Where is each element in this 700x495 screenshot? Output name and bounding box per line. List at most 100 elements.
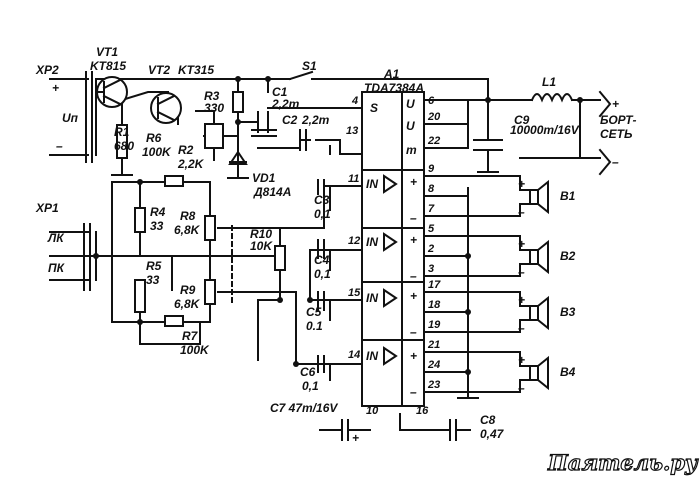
pin-5: 5 xyxy=(428,223,435,235)
pin-21: 21 xyxy=(427,339,440,351)
c3-value: 0,1 xyxy=(314,207,331,221)
pin-14: 14 xyxy=(348,349,360,361)
chip-in3-label: IN xyxy=(366,291,378,305)
spk1-plus: + xyxy=(518,177,525,191)
r8-label: R8 xyxy=(180,209,196,223)
pin-24: 24 xyxy=(427,359,440,371)
r3-label: R3 xyxy=(204,89,220,103)
vt2-type: KT315 xyxy=(178,63,214,77)
chip-plus-3: + xyxy=(410,289,417,303)
c1-label: C1 xyxy=(272,85,288,99)
spk2-plus: + xyxy=(518,237,525,251)
l1-inductor xyxy=(530,93,574,103)
c3-capacitor xyxy=(317,179,325,195)
chip-plus-1: + xyxy=(410,175,417,189)
pin-7: 7 xyxy=(428,203,435,215)
xp1-connector[interactable] xyxy=(83,223,91,291)
spk1-minus: – xyxy=(518,205,525,219)
minus-sign: – xyxy=(56,139,63,153)
s1-label: S1 xyxy=(302,59,317,73)
spk4-minus: – xyxy=(518,381,525,395)
vd1-type: Д814А xyxy=(253,185,291,199)
battery-connector[interactable] xyxy=(598,90,612,176)
r7-label: R7 xyxy=(182,329,199,343)
pin-3: 3 xyxy=(428,263,434,275)
power-wires xyxy=(49,70,601,179)
pin-4: 4 xyxy=(351,95,358,107)
r10-potentiometer[interactable] xyxy=(274,245,286,271)
chip-in4-label: IN xyxy=(366,349,378,363)
vt2-transistor xyxy=(150,92,182,124)
c7-capacitor xyxy=(319,419,371,441)
chip-plus-4: + xyxy=(410,349,417,363)
vd1-label: VD1 xyxy=(252,171,276,185)
vd1-zener xyxy=(228,150,248,165)
pin-6: 6 xyxy=(428,95,435,107)
bort-minus: – xyxy=(612,155,619,169)
chip-in1-label: IN xyxy=(366,177,378,191)
c6-value: 0,1 xyxy=(302,379,319,393)
c4-capacitor xyxy=(317,239,325,259)
r1-resistor xyxy=(116,124,128,159)
r9-label: R9 xyxy=(180,283,196,297)
r5-value: 33 xyxy=(146,273,160,287)
b4-label: B4 xyxy=(560,365,576,379)
r4-label: R4 xyxy=(150,205,166,219)
pin-9: 9 xyxy=(428,163,435,175)
r8-potentiometer[interactable] xyxy=(204,215,216,241)
r5-label: R5 xyxy=(146,259,162,273)
tda-chip xyxy=(361,91,425,407)
chip-m-label: m xyxy=(406,143,417,157)
pin-10: 10 xyxy=(366,405,379,417)
c1-capacitor xyxy=(251,129,277,137)
chip-internal-labels: S U U m IN IN IN IN + – + – + – + – + – … xyxy=(366,97,525,399)
spk2-minus: – xyxy=(518,265,525,279)
r1-label: R1 xyxy=(114,125,130,139)
vt1-label: VT1 xyxy=(96,45,118,59)
chip-minus-4: – xyxy=(410,385,417,399)
component-labels: XP2 + – Uп VT1 KT815 VT2 KT315 S1 A1 TDA… xyxy=(35,45,637,445)
pin-17: 17 xyxy=(428,279,441,291)
l1-label: L1 xyxy=(542,75,556,89)
r7-resistor xyxy=(164,315,184,327)
pk-label: ПК xyxy=(48,261,66,275)
pin-19: 19 xyxy=(428,319,441,331)
speaker-b3 xyxy=(529,295,549,331)
pin-12: 12 xyxy=(348,235,360,247)
c3-label: C3 xyxy=(314,193,330,207)
pin-13: 13 xyxy=(346,125,358,137)
pin-16: 16 xyxy=(416,405,429,417)
chip-minus-2: – xyxy=(410,269,417,283)
c5-label: C5 xyxy=(306,305,322,319)
chip-minus-1: – xyxy=(410,211,417,225)
pin-numbers: 4 6 20 22 13 11 12 15 14 9 8 7 5 2 3 17 … xyxy=(346,95,441,417)
c5-value: 0.1 xyxy=(306,319,323,333)
pin-11: 11 xyxy=(348,173,359,185)
lk-label: ЛК xyxy=(47,231,65,245)
xp2-connector[interactable] xyxy=(85,71,93,163)
pin-20: 20 xyxy=(427,111,441,123)
speaker-b1 xyxy=(529,179,549,215)
pin-18: 18 xyxy=(428,299,441,311)
pin-23: 23 xyxy=(427,379,440,391)
r2-value: 2,2K xyxy=(177,157,205,171)
plus-sign: + xyxy=(52,81,59,95)
c6-label: C6 xyxy=(300,365,316,379)
r7-value: 100K xyxy=(180,343,210,357)
c8-label: C8 xyxy=(480,413,496,427)
spk3-minus: – xyxy=(518,321,525,335)
r9-potentiometer[interactable] xyxy=(204,279,216,305)
c8-value: 0,47 xyxy=(480,427,505,441)
r4-resistor xyxy=(134,207,146,233)
un-label: Uп xyxy=(62,111,79,125)
r10-value: 10K xyxy=(250,239,273,253)
pin-8: 8 xyxy=(428,183,435,195)
chip-output-wires xyxy=(423,99,531,399)
c2-capacitor xyxy=(299,129,307,151)
c2-value: 2,2m xyxy=(301,113,330,127)
r6-label: R6 xyxy=(146,131,162,145)
c9-label: C9 xyxy=(514,113,530,127)
pin-2: 2 xyxy=(427,243,434,255)
chip-s-label: S xyxy=(370,101,378,115)
